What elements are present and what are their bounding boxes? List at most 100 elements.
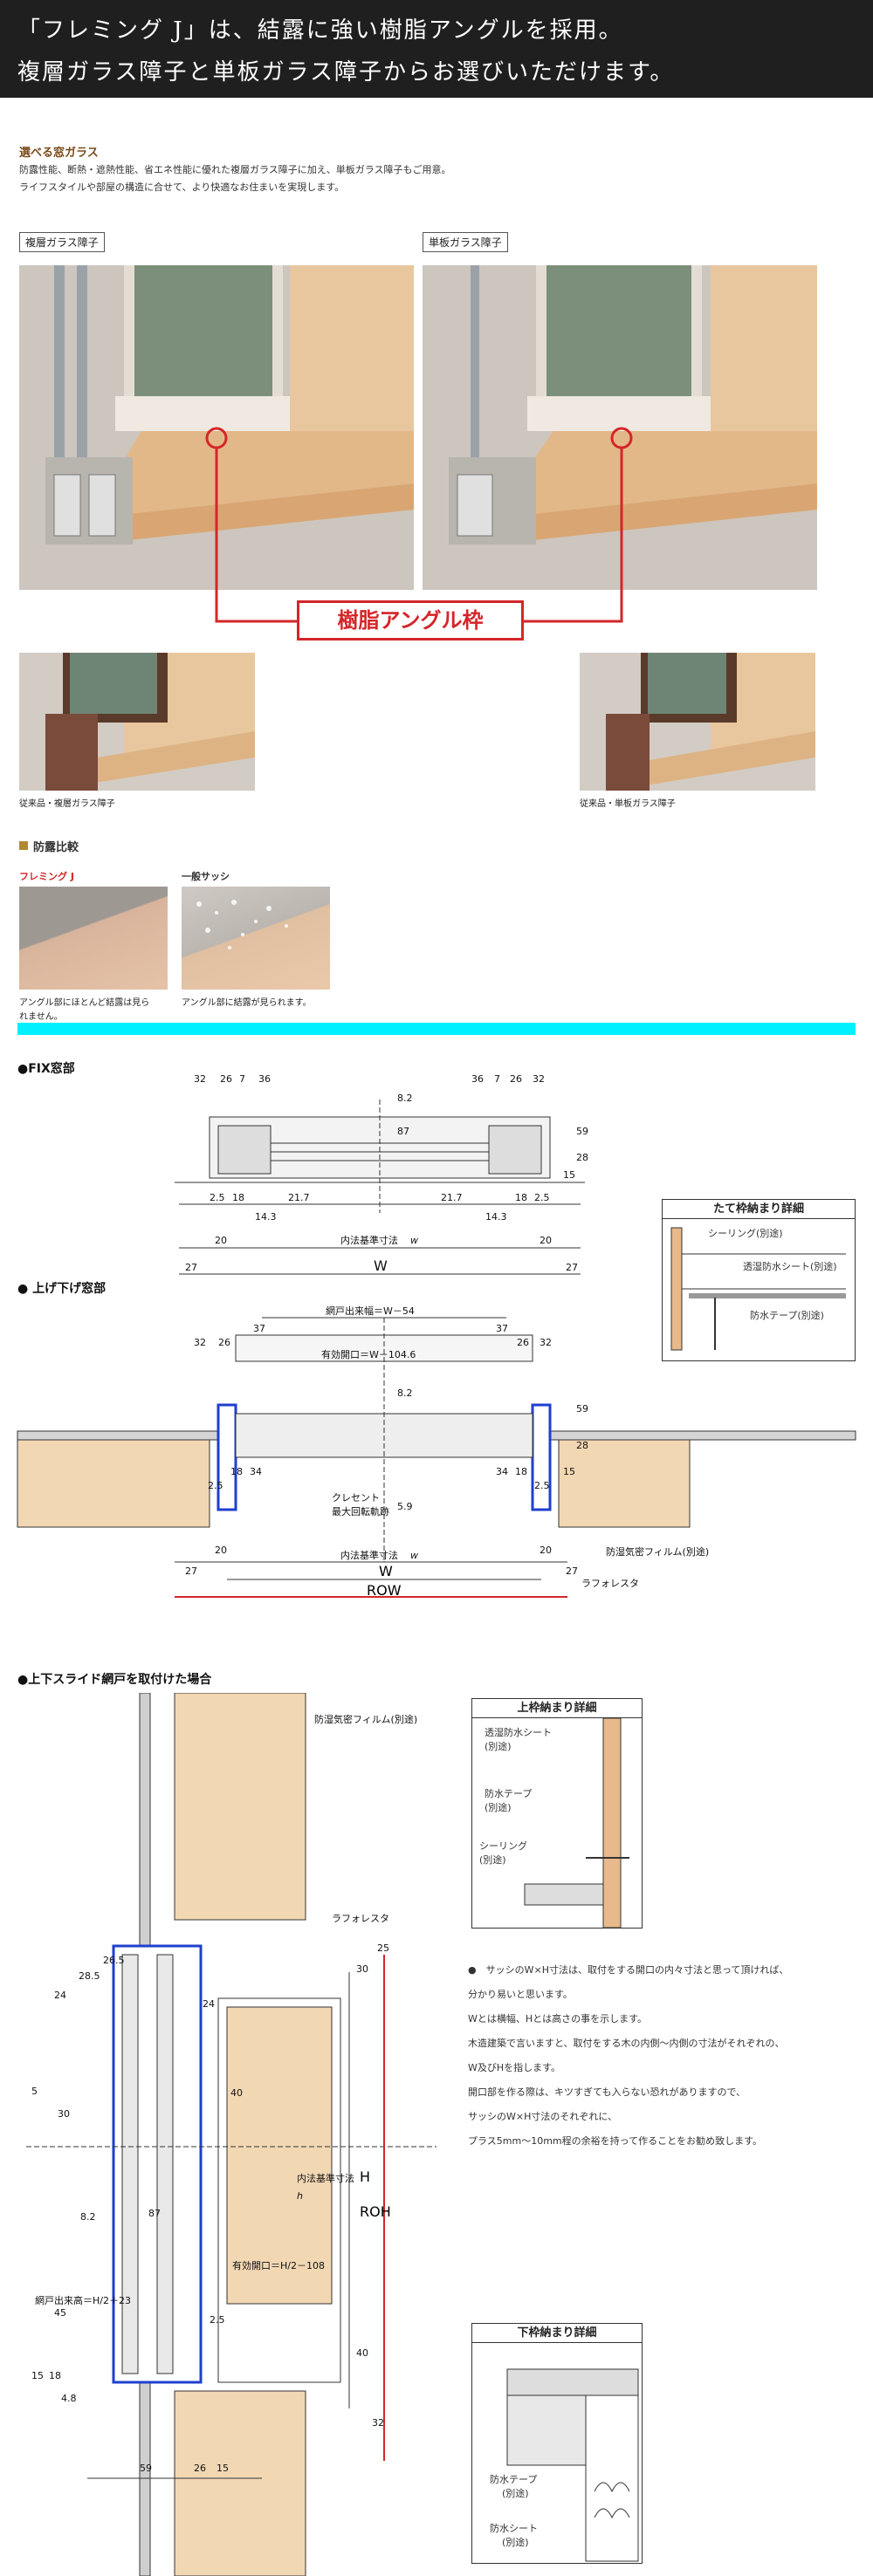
screen-lath: ラフォレスタ <box>332 1913 389 1924</box>
screen-effective-h: 有効開口＝H/2－108 <box>232 2259 325 2271</box>
fix-dim-t7: 32 <box>533 1073 545 1085</box>
slide-w-small: w <box>410 1550 418 1561</box>
vertical-detail-wp-tape: 防水テープ(別途) <box>750 1310 824 1321</box>
slide-dim-28: 28 <box>576 1440 588 1451</box>
screen-dim-l9: 4.8 <box>61 2393 77 2404</box>
fix-dim-t1: 26 <box>220 1073 232 1085</box>
fix-dim-t2: 7 <box>239 1073 245 1085</box>
screen-roh: ROH <box>360 2203 391 2220</box>
photo-double-glass <box>19 265 414 590</box>
screen-drawing: 防湿気密フィルム(別途) ラフォレスタ 26.5 28.5 24 5 30 8.… <box>26 1693 436 2576</box>
fix-dim-b2: 21.7 <box>288 1192 310 1203</box>
note-line-7: サッシのW×H寸法のそれぞれに、 <box>468 2111 618 2122</box>
slide-dim-t3: 26 <box>517 1337 529 1348</box>
screen-dim-15b: 15 <box>217 2463 229 2474</box>
label-double-glass: 複層ガラス障子 <box>19 232 105 252</box>
slide-dim-82: 8.2 <box>397 1387 413 1399</box>
slide-dim-20b: 20 <box>540 1545 552 1556</box>
vertical-detail-box: たて枠納まり詳細 シーリング(別途) 透湿防水シート(別途) 防水テープ(別途) <box>662 1199 856 1361</box>
fix-dim-t4: 36 <box>471 1073 484 1085</box>
slide-net-width: 網戸出来幅＝W－54 <box>326 1305 415 1317</box>
top-detail-wp-tape: 防水テープ <box>485 1788 533 1799</box>
caption-old-double: 従来品・複層ガラス障子 <box>19 799 115 809</box>
slide-dim-b5: 2.5 <box>534 1480 550 1491</box>
fix-dim-143a: 14.3 <box>255 1211 277 1223</box>
screen-section-title: ●上下スライド網戸を取付けた場合 <box>17 1673 212 1687</box>
label-single-glass: 単板ガラス障子 <box>423 232 508 252</box>
bottom-detail-box: 下枠納まり詳細 防水テープ (別途) 防水シート (別途) <box>471 2323 643 2564</box>
fix-dim-b1: 18 <box>232 1192 244 1203</box>
fix-section-title: ●FIX窓部 <box>17 1062 75 1076</box>
general-label: 一般サッシ <box>182 871 230 882</box>
vertical-detail-sealing: シーリング(別途) <box>708 1228 783 1239</box>
note-line-5: W及びHを指します。 <box>468 2062 561 2073</box>
fix-dim-20a: 20 <box>215 1235 227 1246</box>
condensation-bullet <box>19 841 28 850</box>
fleming-caption-2: れません。 <box>19 1012 63 1022</box>
slide-lath: ラフォレスタ <box>581 1578 639 1589</box>
fleming-label: フレミング J <box>19 871 74 882</box>
top-detail-sealing: シーリング <box>479 1840 527 1852</box>
slide-dim-t2: 26 <box>218 1337 230 1348</box>
screen-dim-l8: 18 <box>49 2370 61 2381</box>
header-line-2: 複層ガラス障子と単板ガラス障子からお選びいただけます。 <box>17 59 675 86</box>
condensation-title: 防露比較 <box>33 841 79 854</box>
photo-old-double <box>19 653 255 791</box>
slide-crescent: クレセント <box>332 1492 380 1504</box>
top-detail-sealing-2: (別途) <box>479 1854 506 1866</box>
slide-dim-59: 59 <box>576 1403 588 1415</box>
screen-dim-l6: 45 <box>54 2307 66 2319</box>
fix-dim-t6: 26 <box>510 1073 522 1085</box>
fix-w-big: W <box>374 1257 388 1274</box>
photo-single-glass <box>423 265 817 590</box>
fix-inner-std: 内法基準寸法 <box>340 1234 398 1246</box>
screen-dim-l2: 24 <box>54 1990 66 2001</box>
slide-dim-b1: 18 <box>230 1466 243 1477</box>
screen-net-height: 網戸出来高＝H/2＋23 <box>35 2294 131 2306</box>
screen-dim-m1: 40 <box>230 2087 243 2099</box>
fleming-condensation-photo <box>19 887 168 990</box>
fix-dim-27a: 27 <box>185 1262 197 1273</box>
general-condensation-photo <box>182 887 330 990</box>
slide-drawing: 網戸出来幅＝W－54 有効開口＝W－104.6 37 32 26 26 32 3… <box>17 1305 856 1599</box>
screen-dim-l5: 8.2 <box>80 2211 96 2223</box>
fix-drawing: 32 26 7 36 36 7 26 32 8.2 87 59 28 15 2.… <box>175 1073 588 1275</box>
screen-dim-l0: 26.5 <box>103 1955 125 1966</box>
fix-dim-b3: 21.7 <box>441 1192 463 1203</box>
top-detail-wp-sheet-2: (別途) <box>485 1741 512 1752</box>
slide-section-title: ● 上げ下げ窓部 <box>17 1282 107 1296</box>
slide-dim-20a: 20 <box>215 1545 227 1556</box>
note-line-2: 分かり易いと思います。 <box>468 1989 573 2000</box>
bottom-detail-wp-tape-2: (別途) <box>502 2488 529 2499</box>
note-line-8: プラス5mm〜10mm程の余裕を持って作ることをお勧め致します。 <box>468 2135 762 2147</box>
bottom-detail-title: 下枠納まり詳細 <box>472 2324 642 2343</box>
vertical-detail-title: たて枠納まり詳細 <box>663 1200 855 1219</box>
resin-frame-label: 樹脂アングル枠 <box>297 600 524 641</box>
top-detail-title: 上枠納まり詳細 <box>472 1699 642 1718</box>
slide-dim-b4: 18 <box>515 1466 527 1477</box>
slide-dim-t0: 37 <box>253 1323 265 1334</box>
fix-dim-143b: 14.3 <box>485 1211 507 1223</box>
screen-inner-std-h: 内法基準寸法 <box>297 2172 354 2184</box>
fix-dim-82: 8.2 <box>397 1093 413 1104</box>
fix-dim-20b: 20 <box>540 1235 552 1246</box>
note-line-3: Wとは横幅、Hとは高さの事を示します。 <box>468 2013 648 2024</box>
vertical-detail-wp-sheet: 透湿防水シート(別途) <box>743 1261 837 1272</box>
notes-block: ● サッシのW×H寸法は、取付をする開口の内々寸法と思って頂ければ、 分かり易い… <box>468 1958 856 2154</box>
top-detail-wp-tape-2: (別途) <box>485 1802 512 1813</box>
bottom-detail-wp-sheet-2: (別途) <box>502 2537 529 2548</box>
slide-dim-t1: 32 <box>194 1337 206 1348</box>
slide-dim-b0: 2.5 <box>208 1480 223 1491</box>
slide-airtight-film: 防湿気密フィルム(別途) <box>606 1545 709 1558</box>
fleming-caption-1: アングル部にほとんど結露は見ら <box>19 998 150 1008</box>
fix-w-small: w <box>410 1235 418 1246</box>
page-header: 「フレミング J」は、結露に強い樹脂アングルを採用。 複層ガラス障子と単板ガラス… <box>0 0 873 98</box>
top-detail-wp-sheet: 透湿防水シート <box>485 1727 552 1738</box>
window-section-desc-1: 防露性能、断熱・遮熱性能、省エネ性能に優れた複層ガラス障子に加え、単板ガラス障子… <box>19 164 451 175</box>
screen-dim-32: 32 <box>372 2417 384 2429</box>
slide-row: ROW <box>367 1582 402 1599</box>
screen-airtight-film: 防湿気密フィルム(別途) <box>314 1713 417 1725</box>
screen-dim-25: 25 <box>377 1942 389 1954</box>
bottom-detail-wp-tape: 防水テープ <box>490 2474 538 2485</box>
slide-effective: 有効開口＝W－104.6 <box>321 1348 416 1360</box>
